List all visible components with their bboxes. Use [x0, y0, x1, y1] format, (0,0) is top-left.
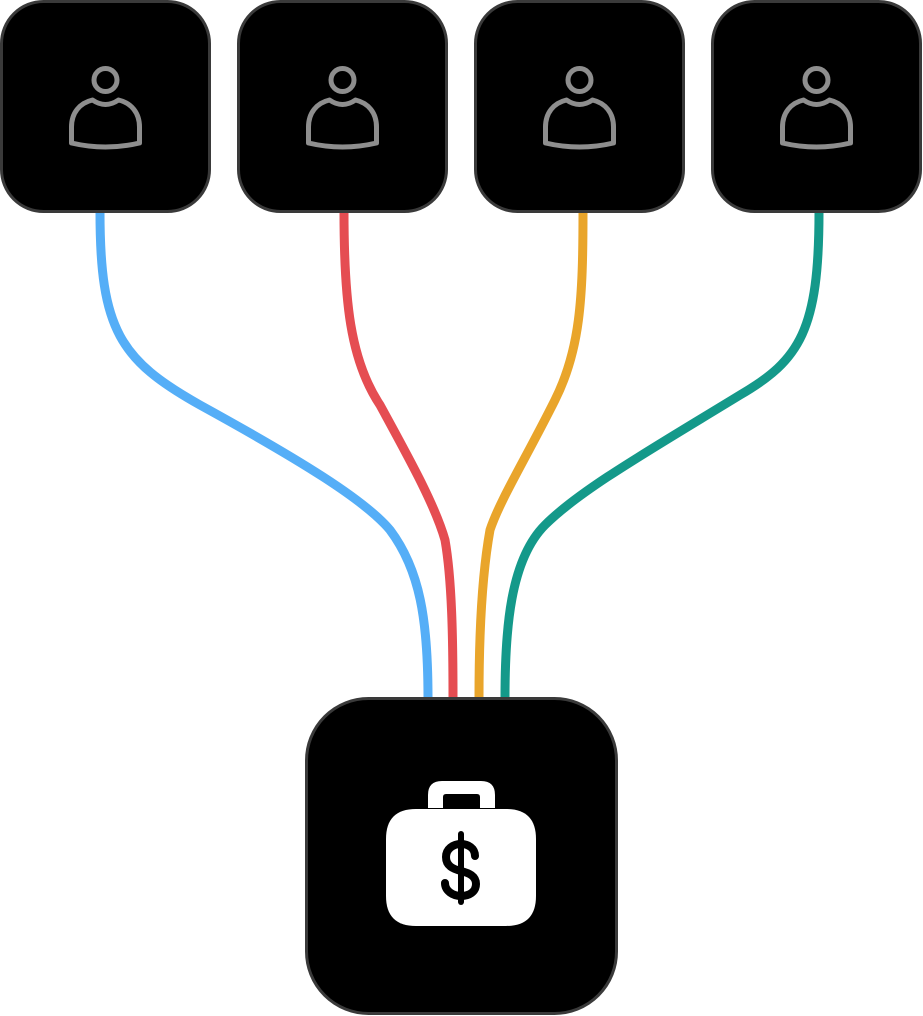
connector-user-3	[474, 211, 588, 699]
connector-user-1	[95, 211, 433, 699]
user-node-4[interactable]	[711, 0, 922, 213]
user-icon	[780, 66, 853, 150]
target-node[interactable]	[305, 697, 618, 1015]
briefcase-dollar-icon	[386, 781, 536, 926]
user-node-2[interactable]	[237, 0, 448, 213]
user-icon	[543, 66, 616, 150]
user-node-3[interactable]	[474, 0, 685, 213]
connectors	[95, 211, 824, 699]
dollar-sign	[441, 831, 480, 905]
user-icon	[69, 66, 142, 150]
connector-user-2	[339, 211, 458, 699]
briefcase-handle	[428, 781, 495, 808]
user-icon	[306, 66, 379, 150]
connector-user-4	[500, 211, 824, 699]
user-node-1[interactable]	[0, 0, 211, 213]
